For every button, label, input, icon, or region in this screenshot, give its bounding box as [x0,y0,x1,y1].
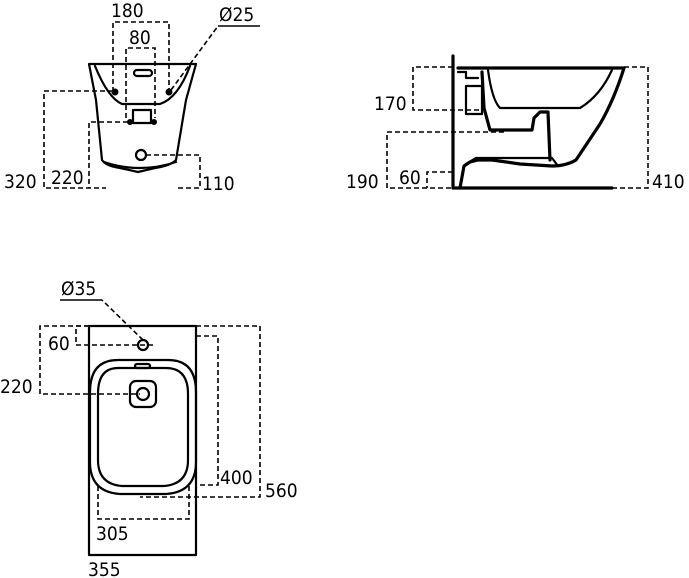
front-fix-left [127,119,133,125]
side-dim-410 [612,66,649,189]
label-front-180: 180 [111,0,144,22]
label-top-35: Ø35 [61,278,96,300]
label-front-80: 80 [129,27,151,49]
top-bowl-outline [88,358,198,496]
front-dim-110 [146,154,201,189]
label-front-320: 320 [4,171,37,193]
top-dim-305 [97,486,190,520]
label-top-60: 60 [48,333,70,355]
front-dim-80 [125,47,156,118]
label-side-410: 410 [652,171,685,193]
top-overflow-slot [133,362,152,370]
side-view: 170 190 60 410 [346,54,685,193]
front-spout-slot [132,68,154,78]
front-fix-right [151,119,157,125]
top-dim-60 [75,325,153,346]
front-dim-220 [88,121,128,188]
front-dim-320 [43,90,113,189]
label-top-305: 305 [96,523,129,545]
top-dim-220 [39,325,140,395]
label-front-220: 220 [51,167,84,189]
top-dim-560 [140,325,261,498]
top-view: Ø35 60 220 400 560 305 355 [0,278,298,578]
side-bowl-inner [486,68,614,110]
label-front-25: Ø25 [219,4,254,26]
side-dim-60 [426,171,453,188]
side-dim-170 [412,66,486,111]
front-dim-25-leader [170,25,219,91]
front-view: 180 80 Ø25 320 220 110 [4,0,260,195]
side-base [464,156,560,168]
front-bowl-inner [93,64,192,106]
top-bowl-inner [96,366,190,488]
side-trap-box [464,84,484,116]
label-side-170: 170 [374,93,407,115]
side-bowl-shell [456,66,626,190]
side-dim-190 [386,131,504,189]
top-dim-35-leader [101,299,144,341]
front-drain-circle [134,148,148,162]
top-dim-400 [196,335,219,486]
label-side-190: 190 [346,171,379,193]
front-fixing-box [131,108,153,125]
label-top-560: 560 [265,480,298,502]
label-top-400: 400 [220,467,253,489]
label-side-60: 60 [399,167,421,189]
label-top-220: 220 [0,376,33,398]
front-bowl-base [102,160,178,170]
side-bowl-underside [480,70,552,162]
side-fixing-bracket [456,70,480,80]
top-waste-square [128,379,158,409]
label-top-355: 355 [88,559,121,578]
label-front-110: 110 [202,173,235,195]
top-waste-circle [135,386,151,402]
front-dim-180 [112,21,170,92]
